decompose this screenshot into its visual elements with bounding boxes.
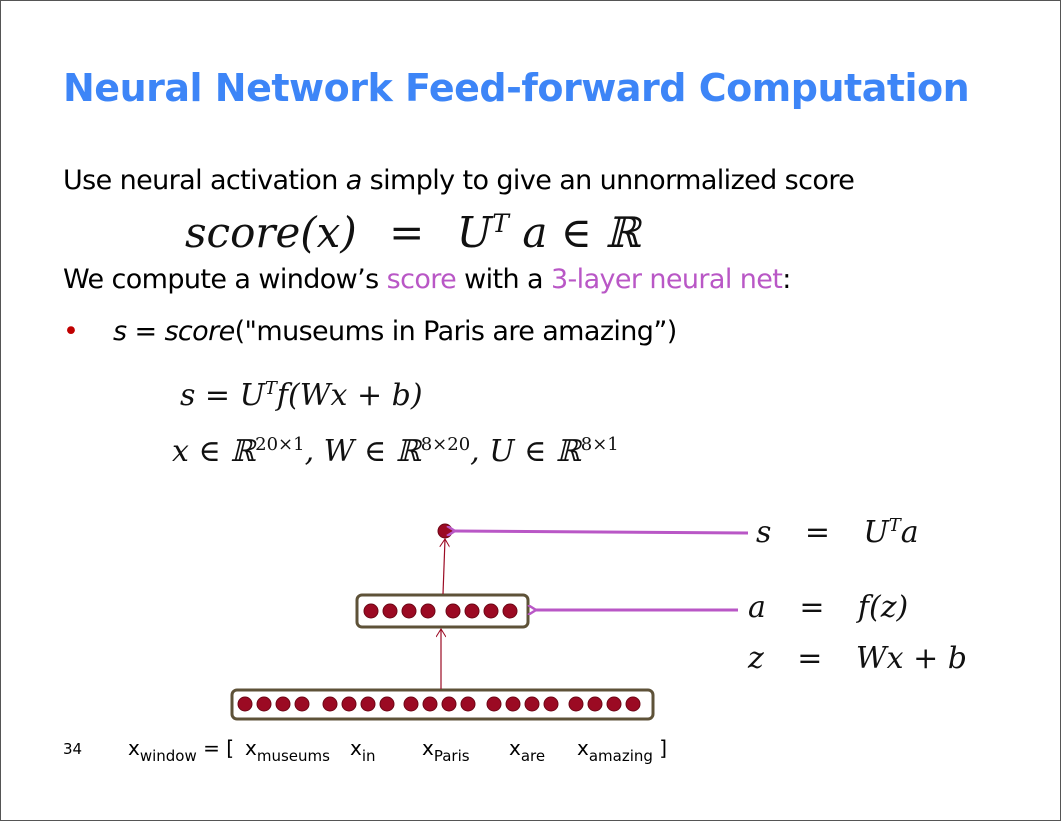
text: ("museums in Paris are amazing”) — [234, 316, 678, 347]
hidden-unit — [445, 603, 461, 619]
bracket-open: = [ — [203, 736, 235, 760]
text: Use neural activation — [63, 165, 346, 196]
eq-rhs2: a — [900, 515, 919, 550]
input-unit — [341, 696, 357, 712]
input-unit — [379, 696, 395, 712]
eq-lhs: a — [748, 590, 766, 625]
x: x — [245, 736, 257, 760]
x: x — [128, 736, 140, 760]
subscript: museums — [256, 747, 330, 765]
input-unit — [568, 696, 584, 712]
s-label: s = UTa — [756, 515, 919, 550]
subscript: in — [361, 747, 376, 765]
eq-rhs: U — [456, 208, 493, 257]
eq-sup: 8×20 — [420, 434, 471, 455]
hidden-unit — [382, 603, 398, 619]
eq-sign: = — [389, 208, 425, 257]
eq-sign: = — [799, 590, 825, 625]
x: x — [422, 736, 434, 760]
hidden-to-output-arrow — [443, 539, 445, 595]
text: simply to give an unnormalized score — [361, 165, 855, 196]
compute-line: We compute a window’s score with a 3-lay… — [63, 264, 791, 295]
input-unit — [322, 696, 338, 712]
input-unit — [460, 696, 476, 712]
var-a: a — [345, 165, 363, 196]
text: We compute a window’s — [63, 264, 387, 295]
eq-lhs: score(x) — [185, 208, 357, 257]
input-unit — [360, 696, 376, 712]
eq-lhs: z — [748, 641, 764, 676]
eq-part: x ∈ ℝ — [172, 434, 256, 469]
eq-sign: = — [804, 515, 830, 550]
input-unit — [505, 696, 521, 712]
input-unit — [524, 696, 540, 712]
a-label: a = f(z) — [748, 590, 908, 625]
word-in: xin — [350, 736, 376, 765]
word-paris: xParis — [422, 736, 470, 765]
score-pointer-arrow — [455, 531, 749, 533]
eq-sup: T — [888, 515, 901, 536]
eq-part: , W ∈ ℝ — [304, 434, 421, 469]
x: x — [350, 736, 362, 760]
eq-sign: = — [797, 641, 823, 676]
window-label: xwindow = [ — [128, 736, 234, 765]
z-label: z = Wx + b — [748, 641, 967, 676]
input-unit — [256, 696, 272, 712]
subscript: window — [139, 747, 197, 765]
word-museums: xmuseums — [245, 736, 330, 765]
x: x — [509, 736, 521, 760]
hidden-unit — [483, 603, 499, 619]
input-unit — [606, 696, 622, 712]
bullet-icon: • — [63, 316, 79, 347]
eq-lhs: s — [756, 515, 772, 550]
eq-sup: T — [492, 209, 509, 238]
input-unit — [403, 696, 419, 712]
intro-line: Use neural activation a simply to give a… — [63, 165, 855, 196]
eq-part: , U ∈ ℝ — [470, 434, 581, 469]
input-unit — [441, 696, 457, 712]
dimension-equation: x ∈ ℝ20×1, W ∈ ℝ8×20, U ∈ ℝ8×1 — [172, 434, 619, 469]
x: x — [577, 736, 589, 760]
bracket-close: ] — [659, 736, 668, 760]
bullet-text: s = score("museums in Paris are amazing”… — [113, 316, 677, 347]
input-unit — [294, 696, 310, 712]
text: with a — [456, 264, 551, 295]
hidden-unit — [401, 603, 417, 619]
subscript: Paris — [433, 747, 470, 765]
page-number: 34 — [63, 740, 83, 758]
hidden-unit — [502, 603, 518, 619]
eq-rhs: Wx + b — [855, 641, 967, 676]
word-amazing: xamazing ] — [577, 736, 667, 765]
hidden-unit — [363, 603, 379, 619]
eq-rhs: U — [863, 515, 889, 550]
input-unit — [275, 696, 291, 712]
input-unit — [543, 696, 559, 712]
input-unit — [422, 696, 438, 712]
input-unit — [486, 696, 502, 712]
eq-part: f(Wx + b) — [276, 378, 423, 413]
eq-rhs2: a ∈ ℝ — [522, 208, 641, 257]
score-term: score — [386, 264, 457, 295]
net-term: 3-layer neural net — [550, 264, 783, 295]
input-unit — [237, 696, 253, 712]
hidden-unit — [464, 603, 480, 619]
subscript: are — [520, 747, 546, 765]
input-unit — [587, 696, 603, 712]
subscript: amazing — [588, 747, 653, 765]
network-equation: s = UTf(Wx + b) — [180, 378, 423, 413]
eq-part: s = U — [180, 378, 265, 413]
input-unit — [625, 696, 641, 712]
eq-rhs: f(z) — [857, 590, 909, 625]
score-equation: score(x) = UT a ∈ ℝ — [185, 208, 640, 257]
eq-sup: 20×1 — [255, 434, 305, 455]
hidden-unit — [420, 603, 436, 619]
eq-sup: T — [264, 378, 277, 399]
output-unit — [437, 523, 453, 539]
text: : — [782, 264, 791, 295]
word-are: xare — [509, 736, 545, 765]
eq-sup: 8×1 — [580, 434, 619, 455]
slide-title: Neural Network Feed-forward Computation — [63, 66, 970, 110]
text: s = score — [113, 316, 235, 347]
